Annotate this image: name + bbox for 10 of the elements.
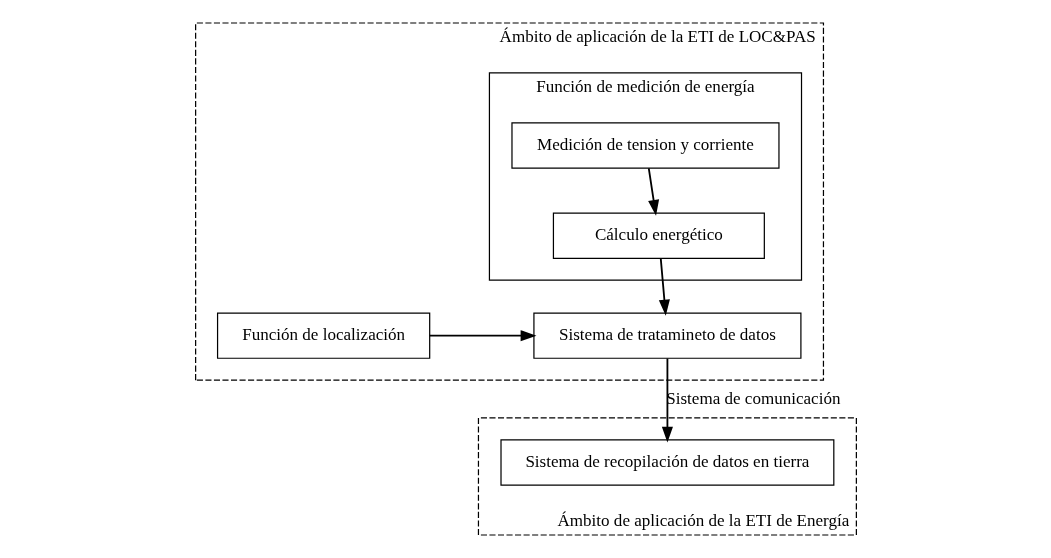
node-box: Sistema de tratamineto de datos — [532, 312, 801, 359]
arrow — [428, 330, 536, 342]
edge-label: Sistema de comunicación — [665, 388, 840, 408]
arrow — [661, 357, 673, 443]
node-box: Sistema de recopilación de datos en tierra — [499, 439, 834, 486]
arrow — [647, 167, 659, 216]
node-box: Medición de tension y corriente — [510, 122, 780, 169]
arrow — [658, 257, 670, 316]
node-box: Función de localización — [216, 312, 430, 359]
node-box: Cálculo energético — [552, 212, 765, 259]
